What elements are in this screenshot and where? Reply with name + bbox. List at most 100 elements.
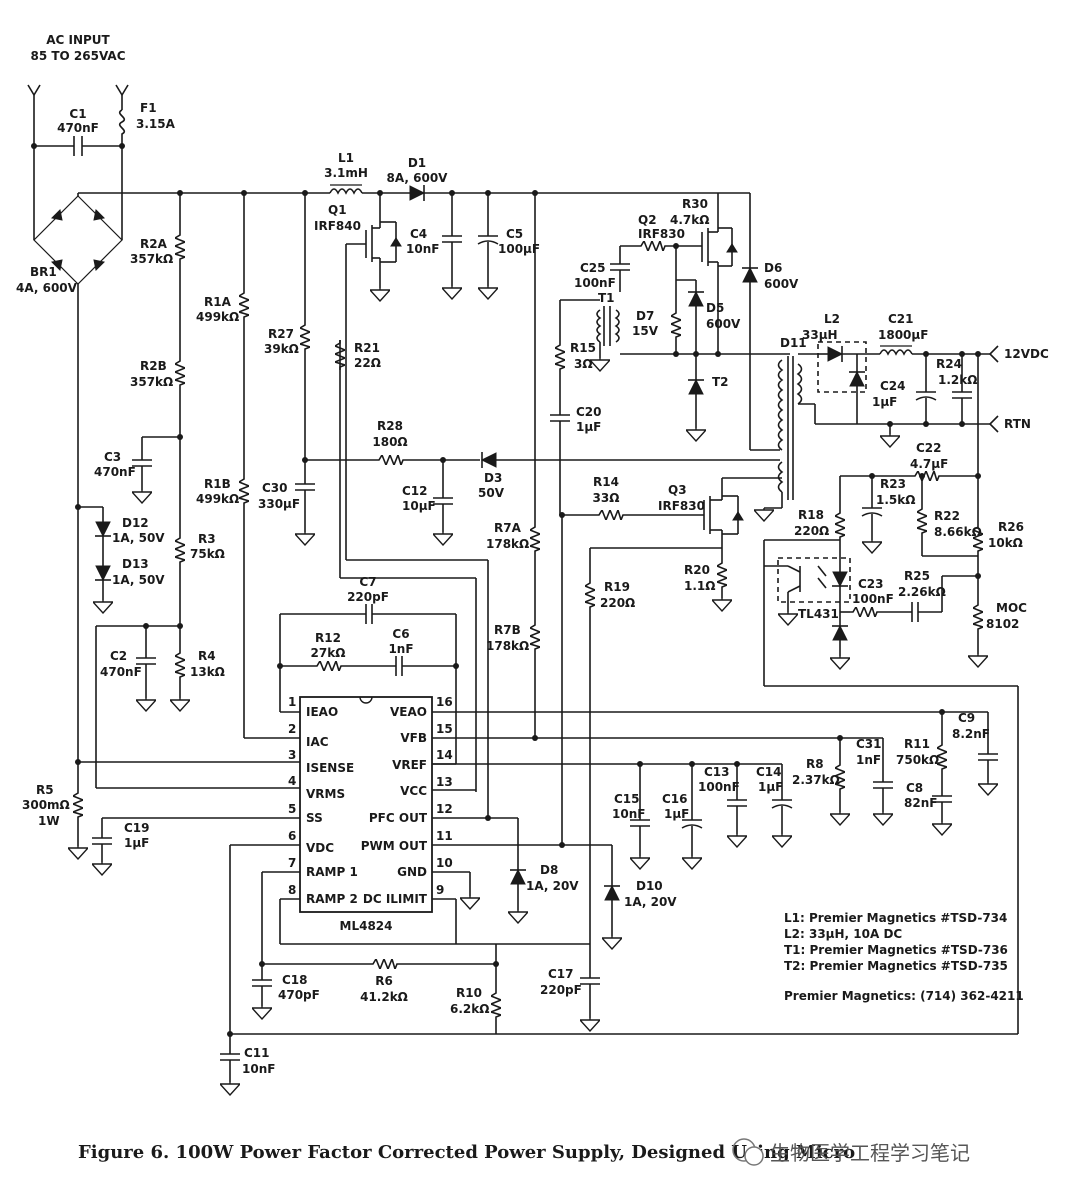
t2-transformer <box>754 353 818 522</box>
label-d8-name: D8 <box>540 863 558 877</box>
ic-pin-name: IEAO <box>306 705 338 719</box>
label-r5-name: R5 <box>36 783 54 797</box>
ic-pin-name: VEAO <box>390 705 427 719</box>
label-c5-value: 100µF <box>498 242 540 256</box>
label-q2-name: R30 <box>682 197 708 211</box>
ic-pin-name: DC ILIMIT <box>363 892 428 906</box>
label-c4-name: C4 <box>410 227 427 241</box>
label-d1-value: 8A, 600V <box>387 171 449 185</box>
note-line: L1: Premier Magnetics #TSD-734 <box>784 911 1007 925</box>
label-c7-name: C7 <box>359 575 376 589</box>
label-r3-name: R3 <box>198 532 216 546</box>
label-r2b-name: R2B <box>140 359 167 373</box>
label-c3-value: 470nF <box>94 465 136 479</box>
label-c9-value: 8.2nF <box>952 727 990 741</box>
label-r3-value: 75kΩ <box>190 547 225 561</box>
label-c13-name: C13 <box>704 765 730 779</box>
watermark: 生物医学工程学习笔记 <box>732 1138 970 1166</box>
label-r15-value: 3Ω <box>574 357 593 371</box>
label-r15-name: R15 <box>570 341 596 355</box>
label-c16-value: 1µF <box>664 807 689 821</box>
label-c19-name: C19 <box>124 821 150 835</box>
ic-pin-name: PWM OUT <box>361 839 428 853</box>
label-c12-value: 10µF <box>402 499 436 513</box>
note-line: T2: Premier Magnetics #TSD-735 <box>784 959 1008 973</box>
label-r7a-value: 178kΩ <box>486 537 529 551</box>
label-c20-name: C20 <box>576 405 602 419</box>
ic-pin-num: 9 <box>436 883 444 897</box>
label-c4-value: 10nF <box>406 242 439 256</box>
label-r23-value: 220Ω <box>794 524 829 538</box>
ic-pin-name: VREF <box>392 758 427 772</box>
label-c30-value: 330µF <box>258 497 300 511</box>
ac-input-title: AC INPUT <box>46 33 110 47</box>
label-c18-value: 470pF <box>278 988 320 1002</box>
label-r8-value: 2.37kΩ <box>792 773 840 787</box>
label-r25-name: MOC <box>996 601 1027 615</box>
label-d5-value: 600V <box>764 277 799 291</box>
label-c25-value: 100nF <box>574 276 616 290</box>
label-q1-value: IRF840 <box>314 219 361 233</box>
ic-pin-num: 3 <box>288 748 296 762</box>
figure-caption: Figure 6. 100W Power Factor Corrected Po… <box>78 1142 855 1163</box>
label-r26-name: C23 <box>858 577 884 591</box>
label-d13-value: 1A, 50V <box>112 573 165 587</box>
label-d12-name: D12 <box>122 516 149 530</box>
label-d7-value: 600V <box>706 317 741 331</box>
ac-input-range: 85 TO 265VAC <box>30 49 125 63</box>
label-r7b-name: R7B <box>494 623 521 637</box>
label-r17-value: IRF830 <box>638 227 685 241</box>
label-c1-name: C1 <box>69 107 86 121</box>
label-d5-name: D6 <box>764 261 782 275</box>
label-c17-name: C17 <box>548 967 574 981</box>
output-section <box>815 341 999 524</box>
label-r2b-value: 357kΩ <box>130 375 173 389</box>
label-c20-value: 1µF <box>576 420 601 434</box>
d12-d13-r5 <box>68 504 300 860</box>
vref-bypass <box>630 761 793 870</box>
label-r12-value: 27kΩ <box>311 646 346 660</box>
ic-pin-name: RAMP 2 <box>306 892 358 906</box>
ic-pin-name: SS <box>306 811 323 825</box>
label-c11-name: C11 <box>244 1046 270 1060</box>
label-r19-name: R19 <box>604 580 630 594</box>
label-c1-value: 470nF <box>57 121 99 135</box>
label-c23-value: 2.26kΩ <box>898 585 946 599</box>
label-l1-value: 3.1mH <box>324 166 368 180</box>
ic-pin-num: 5 <box>288 802 296 816</box>
label-d11-value: 33µH <box>802 328 838 342</box>
label-r5-value: 300mΩ <box>22 798 70 812</box>
ic-pin-num: 7 <box>288 856 296 870</box>
label-r12-name: R12 <box>315 631 341 645</box>
ic-pin-num: 16 <box>436 695 453 709</box>
label-r14-name: R14 <box>593 475 619 489</box>
label-r18-name: R22 <box>934 509 960 523</box>
label-c22-name: R23 <box>880 477 906 491</box>
label-d1-name: D1 <box>408 156 426 170</box>
d5 <box>742 193 780 451</box>
label-r24-name: C22 <box>916 441 942 455</box>
label-d8-value: 1A, 20V <box>526 879 579 893</box>
label-f1-value: 3.15A <box>136 117 176 131</box>
label-c14-name: C14 <box>756 765 782 779</box>
label-r6-value: 41.2kΩ <box>360 990 408 1004</box>
ic-pin-name: VRMS <box>306 787 345 801</box>
label-l1-name: L1 <box>338 151 354 165</box>
ic-labels: 1 IEAO 2 IAC 3 ISENSE 4 VRMS 5 SS 6 VDC … <box>288 695 453 933</box>
label-r30-name: D7 <box>636 309 654 323</box>
ic-pin-num: 10 <box>436 856 453 870</box>
ic-pin-num: 14 <box>436 748 453 762</box>
label-c31-value: 1nF <box>856 753 881 767</box>
label-r21-value: 22Ω <box>354 356 381 370</box>
label-r22-name: R26 <box>998 520 1024 534</box>
ic-pin-name: VCC <box>400 784 427 798</box>
label-c12-name: C12 <box>402 484 428 498</box>
label-c21-value: 1µF <box>872 395 897 409</box>
label-q2-value: 4.7kΩ <box>670 213 709 227</box>
high-voltage-rail <box>78 184 750 201</box>
q3-section <box>559 477 782 845</box>
label-c2-value: 470nF <box>100 665 142 679</box>
ic-pin-name: GND <box>397 865 427 879</box>
ic-pin-name: PFC OUT <box>369 811 428 825</box>
